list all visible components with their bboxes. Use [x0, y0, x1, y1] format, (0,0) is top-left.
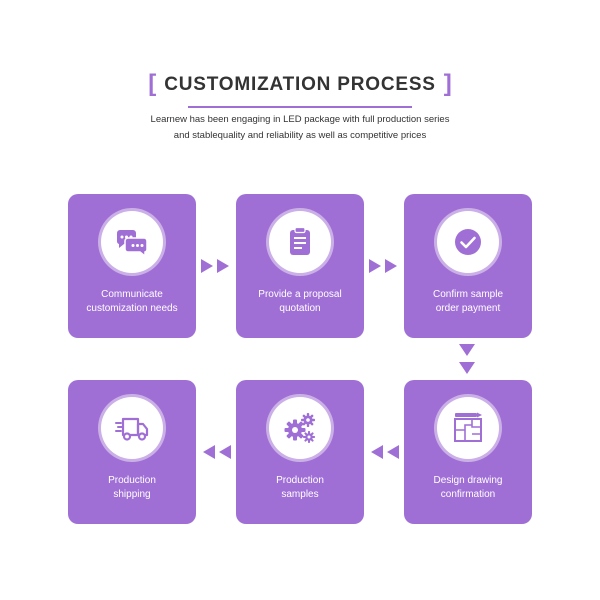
arrow-down-icon	[459, 344, 475, 374]
arrow-left-icon	[203, 445, 231, 459]
step-card-payment: Confirm sample order payment	[404, 194, 532, 338]
subtitle-line-2: and stablequality and reliability as wel…	[173, 130, 427, 141]
step-card-samples: Production samples	[236, 380, 364, 524]
step-label: Design drawing confirmation	[433, 475, 503, 500]
step-label: Confirm sample order payment	[432, 289, 504, 314]
bracket-open: [	[148, 70, 157, 97]
step-card-quotation: Provide a proposal quotation	[236, 194, 364, 338]
header: [ CUSTOMIZATION PROCESS]	[0, 72, 600, 98]
icon-circle	[437, 211, 499, 273]
clipboard-icon	[290, 226, 310, 255]
step-label: Communicate customization needs	[86, 289, 178, 314]
step-label: Production shipping	[108, 475, 156, 500]
arrow-right-icon	[369, 259, 397, 273]
arrow-right-icon	[201, 259, 229, 273]
step-label: Provide a proposal quotation	[258, 289, 342, 314]
delivery-truck-icon	[115, 417, 149, 441]
icon-circle	[269, 211, 331, 273]
title-underline	[188, 106, 412, 108]
step-label: Production samples	[276, 475, 324, 500]
gears-icon	[284, 413, 315, 443]
icon-circle	[269, 397, 331, 459]
bracket-close: ]	[443, 70, 452, 97]
check-circle-icon	[455, 229, 481, 255]
subtitle-line-1: Learnew has been engaging in LED package…	[150, 114, 450, 125]
arrow-left-icon	[371, 445, 399, 459]
step-card-shipping: Production shipping	[68, 380, 196, 524]
icon-circle	[101, 397, 163, 459]
step-card-design-drawing: Design drawing confirmation	[404, 380, 532, 524]
chat-bubbles-icon	[116, 230, 148, 258]
icon-circle	[101, 211, 163, 273]
blueprint-icon	[454, 412, 482, 442]
icon-circle	[437, 397, 499, 459]
step-card-communicate: Communicate customization needs	[68, 194, 196, 338]
page-title: CUSTOMIZATION PROCESS	[164, 74, 436, 95]
